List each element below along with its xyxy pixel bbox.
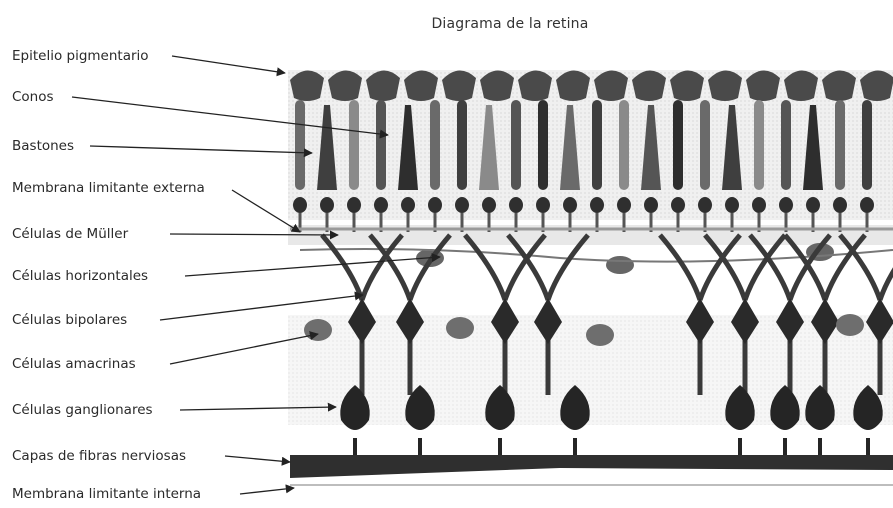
photoreceptor-nucleus xyxy=(590,197,604,213)
photoreceptor-nucleus xyxy=(374,197,388,213)
rod-cell xyxy=(349,100,359,190)
rod-cell xyxy=(619,100,629,190)
rod-cell xyxy=(457,100,467,190)
photoreceptor-nucleus xyxy=(806,197,820,213)
photoreceptor-nucleus xyxy=(347,197,361,213)
rod-cell xyxy=(295,100,305,190)
rod-cell xyxy=(700,100,710,190)
photoreceptor-nucleus xyxy=(698,197,712,213)
photoreceptor-nucleus xyxy=(509,197,523,213)
horizontal-cell-body xyxy=(606,256,634,274)
photoreceptor-nucleus xyxy=(320,197,334,213)
rod-cell xyxy=(430,100,440,190)
photoreceptor-nucleus xyxy=(536,197,550,213)
rod-cell xyxy=(673,100,683,190)
photoreceptor-nucleus xyxy=(725,197,739,213)
photoreceptor-nucleus xyxy=(752,197,766,213)
photoreceptor-nucleus xyxy=(671,197,685,213)
amacrine-cell-body xyxy=(836,314,864,336)
photoreceptor-nucleus xyxy=(644,197,658,213)
photoreceptor-nucleus xyxy=(563,197,577,213)
rod-cell xyxy=(835,100,845,190)
amacrine-cell-body xyxy=(446,317,474,339)
rod-cell xyxy=(538,100,548,190)
photoreceptor-nucleus xyxy=(293,197,307,213)
photoreceptor-nucleus xyxy=(833,197,847,213)
photoreceptor-nucleus xyxy=(455,197,469,213)
amacrine-cell-body xyxy=(586,324,614,346)
rod-cell xyxy=(862,100,872,190)
photoreceptor-nucleus xyxy=(482,197,496,213)
rod-cell xyxy=(781,100,791,190)
rod-cell xyxy=(511,100,521,190)
amacrine-cell-body xyxy=(304,319,332,341)
rod-cell xyxy=(754,100,764,190)
photoreceptor-nucleus xyxy=(779,197,793,213)
rod-cell xyxy=(376,100,386,190)
photoreceptor-nucleus xyxy=(428,197,442,213)
photoreceptor-nucleus xyxy=(617,197,631,213)
nerve-fiber-layer xyxy=(290,455,893,478)
rod-cell xyxy=(592,100,602,190)
photoreceptor-nucleus xyxy=(860,197,874,213)
photoreceptor-nucleus xyxy=(401,197,415,213)
